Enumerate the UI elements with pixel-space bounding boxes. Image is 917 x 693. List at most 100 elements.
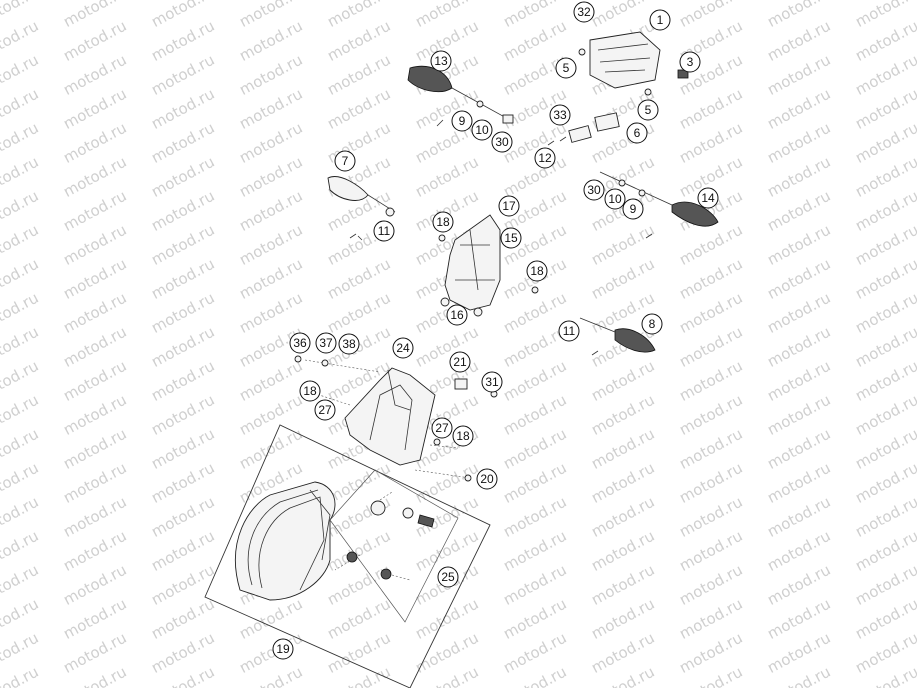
headlight-assembly-frame (204, 424, 491, 689)
callout-number: 5 (563, 61, 570, 75)
callout-number: 16 (450, 308, 464, 322)
callout-circle (641, 313, 663, 335)
part-callout: 19 (272, 638, 294, 660)
callout-number: 27 (318, 403, 332, 417)
callout-number: 30 (495, 135, 509, 149)
callout-number: 5 (645, 103, 652, 117)
callout-circle (430, 50, 452, 72)
callout-circle (604, 188, 626, 210)
part-callout: 11 (558, 320, 580, 342)
indicator-rear-right (579, 317, 656, 353)
indicator-front-left (407, 65, 514, 124)
callout-number: 17 (502, 199, 516, 213)
relay-module (568, 112, 620, 143)
part-callout: 31 (481, 371, 503, 393)
part-callout: 5 (637, 99, 659, 121)
callout-number: 20 (480, 472, 494, 486)
callout-circle (534, 147, 556, 169)
callout-circle (583, 179, 605, 201)
fasteners (349, 119, 653, 356)
callout-number: 7 (342, 154, 349, 168)
part-callout: 27 (431, 417, 453, 439)
callout-number: 18 (436, 215, 450, 229)
part-callout: 16 (446, 304, 468, 326)
callout-circle (526, 260, 548, 282)
callout-circle (334, 150, 356, 172)
callout-circle (573, 1, 595, 23)
part-callout: 33 (549, 104, 571, 126)
part-callout: 6 (626, 122, 648, 144)
callout-circle (449, 351, 471, 373)
headlight-bracket (294, 355, 498, 482)
callout-number: 33 (553, 108, 567, 122)
part-callout: 9 (622, 198, 644, 220)
callout-circle (679, 51, 701, 73)
part-callout: 3 (679, 51, 701, 73)
callout-number: 11 (378, 224, 391, 238)
callout-number: 18 (456, 429, 470, 443)
callout-number: 30 (587, 183, 601, 197)
callout-circle (471, 119, 493, 141)
part-callout: 21 (449, 351, 471, 373)
callout-circle (431, 417, 453, 439)
headlight-unit (235, 481, 336, 601)
part-callout: 17 (498, 195, 520, 217)
callout-circle (289, 332, 311, 354)
callout-circle (626, 122, 648, 144)
callout-number: 25 (441, 570, 455, 584)
callout-number: 32 (577, 5, 591, 19)
part-callout: 27 (314, 399, 336, 421)
callout-number: 14 (701, 191, 715, 205)
callout-circle (500, 227, 522, 249)
callout-circle (481, 371, 503, 393)
part-callout: 10 (604, 188, 626, 210)
callout-number: 12 (538, 151, 552, 165)
part-callout: 24 (392, 337, 414, 359)
part-callout: 37 (315, 332, 337, 354)
part-callout: 30 (491, 131, 513, 153)
callout-circle (549, 104, 571, 126)
part-callout: 1 (649, 9, 671, 31)
callout-number: 1 (657, 13, 664, 27)
part-callout: 18 (526, 260, 548, 282)
callout-circle (637, 99, 659, 121)
callout-circle (299, 380, 321, 402)
part-callout: 32 (573, 1, 595, 23)
callout-circle (558, 320, 580, 342)
callout-circle (649, 9, 671, 31)
callout-circle (392, 337, 414, 359)
watermark-text: motod.ru (0, 663, 41, 688)
callout-number: 31 (485, 375, 499, 389)
part-callout: 18 (432, 211, 454, 233)
callout-number: 27 (435, 421, 449, 435)
callout-circle (452, 425, 474, 447)
bulb-subpanel (329, 469, 459, 623)
part-callout: 11 (373, 220, 395, 242)
indicator-rear-left (327, 176, 396, 217)
callout-circle (697, 187, 719, 209)
callout-number: 36 (293, 336, 307, 350)
callout-circle (315, 332, 337, 354)
part-callout: 14 (697, 187, 719, 209)
callout-circle (446, 304, 468, 326)
callout-number: 18 (530, 264, 544, 278)
callout-number: 10 (475, 123, 489, 137)
callout-circle (338, 333, 360, 355)
callout-number: 10 (608, 192, 622, 206)
callout-circle (491, 131, 513, 153)
callout-number: 38 (342, 337, 356, 351)
callout-circle (555, 57, 577, 79)
part-callout: 18 (452, 425, 474, 447)
callout-number: 8 (649, 317, 656, 331)
callout-circle (437, 566, 459, 588)
callout-circle (622, 198, 644, 220)
callout-number: 9 (459, 114, 466, 128)
callout-number: 11 (563, 324, 576, 338)
callout-circle (272, 638, 294, 660)
part-callout: 13 (430, 50, 452, 72)
callout-circle (432, 211, 454, 233)
part-callout: 5 (555, 57, 577, 79)
callout-number: 15 (504, 231, 518, 245)
